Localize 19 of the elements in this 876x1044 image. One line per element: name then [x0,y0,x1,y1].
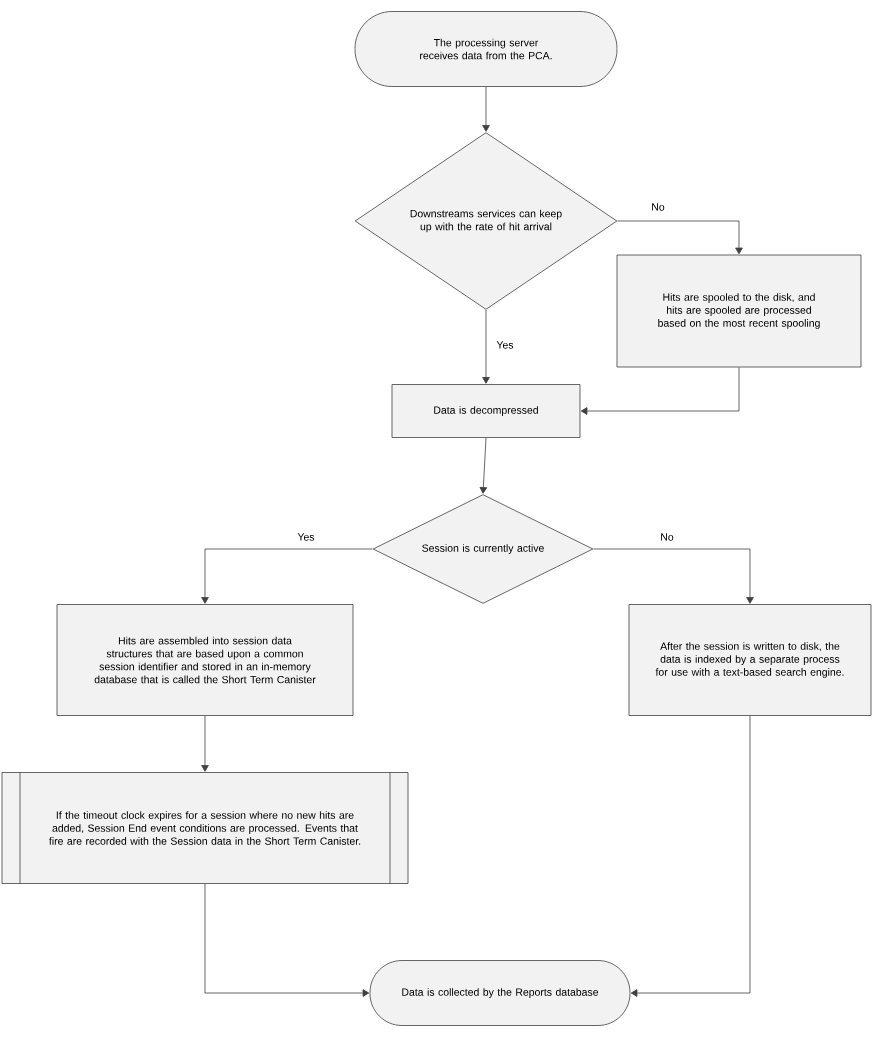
edge-label: Yes [296,532,316,542]
edge-label: No [659,532,675,542]
arrow [201,548,373,604]
predefined-process-box: If the timeout clock expires for a session where no new hits are added, Session End event conditions are processed. Events that fire are recorded with the Session data in the Short Term Canister. [1,772,409,884]
arrow [580,367,740,415]
arrow [593,548,754,604]
arrow [482,309,490,384]
arrow [479,437,488,494]
arrow [482,86,490,132]
edge-label: No [650,202,666,212]
process-box: Hits are assembled into session data structures that are based upon a common session identifier and stored in an in-memory database that is called the Short Term Canister [56,604,354,716]
process-box: After the session is written to disk, the data is indexed by a separate process for use with a text-based search engine. [628,604,872,716]
arrow [201,715,209,772]
arrow [204,883,370,997]
arrow [630,715,751,997]
edge-label: Yes [495,340,515,350]
arrow [617,220,743,255]
process-box: Hits are spooled to the disk, and hits are spooled are processed based on the most recent spooling [616,254,862,368]
process-box: Data is decompressed [391,384,581,438]
